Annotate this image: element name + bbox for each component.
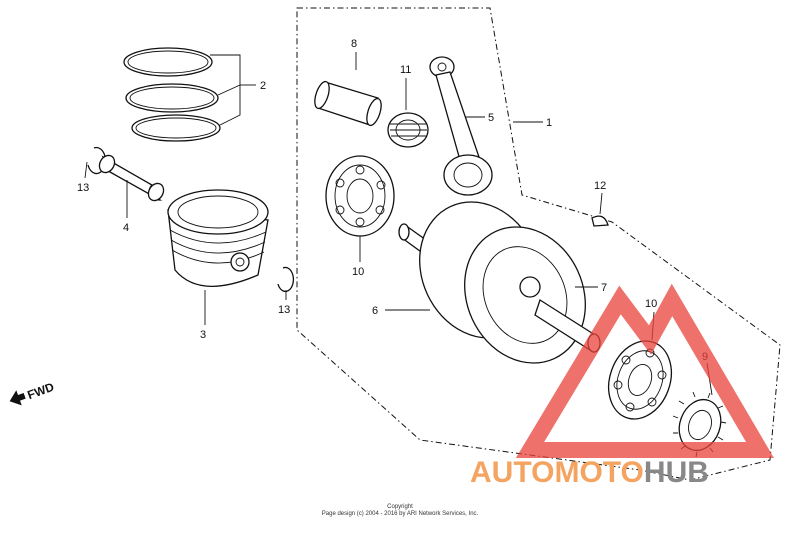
callout-2-real: 2 <box>260 80 266 92</box>
assembly-boundary <box>296 7 781 481</box>
callout-13b: 13 <box>278 304 290 316</box>
callout-10b: 10 <box>645 298 657 310</box>
watermark-logo <box>515 283 774 458</box>
ball-bearing-right <box>608 340 672 420</box>
callout-8: 8 <box>351 38 357 50</box>
leader-13a <box>84 161 88 179</box>
crankshaft <box>398 201 601 364</box>
leader-2 <box>210 54 241 126</box>
copyright-line1: Copyright <box>387 504 413 510</box>
crank-pin <box>314 80 382 127</box>
callout-12: 12 <box>594 180 606 192</box>
ball-bearing-left <box>325 155 395 237</box>
copyright-line2: Page design (c) 2004 - 2016 by ARI Netwo… <box>322 511 479 517</box>
needle-bearing <box>387 112 429 148</box>
callout-1: 1 <box>546 117 552 129</box>
callout-7: 7 <box>601 282 607 294</box>
callout-5: 5 <box>488 112 494 124</box>
connecting-rod <box>429 56 493 196</box>
piston-rings <box>123 47 221 142</box>
piston-pin <box>98 154 165 202</box>
callout-4: 4 <box>123 222 129 234</box>
forward-arrow: FWD <box>9 380 56 406</box>
leader-2b <box>217 84 241 96</box>
callout-10a: 10 <box>352 266 364 278</box>
callout-11: 11 <box>400 64 411 76</box>
callout-6: 6 <box>372 305 378 317</box>
callout-13a: 13 <box>77 182 89 194</box>
leader-12 <box>599 192 603 215</box>
circlip-13-right <box>277 266 295 293</box>
callout-3: 3 <box>200 329 206 341</box>
piston <box>167 189 269 287</box>
watermark-text: AUTOMOTOHUB <box>470 456 709 489</box>
fwd-label: FWD <box>25 380 56 403</box>
woodruff-key <box>591 215 609 227</box>
